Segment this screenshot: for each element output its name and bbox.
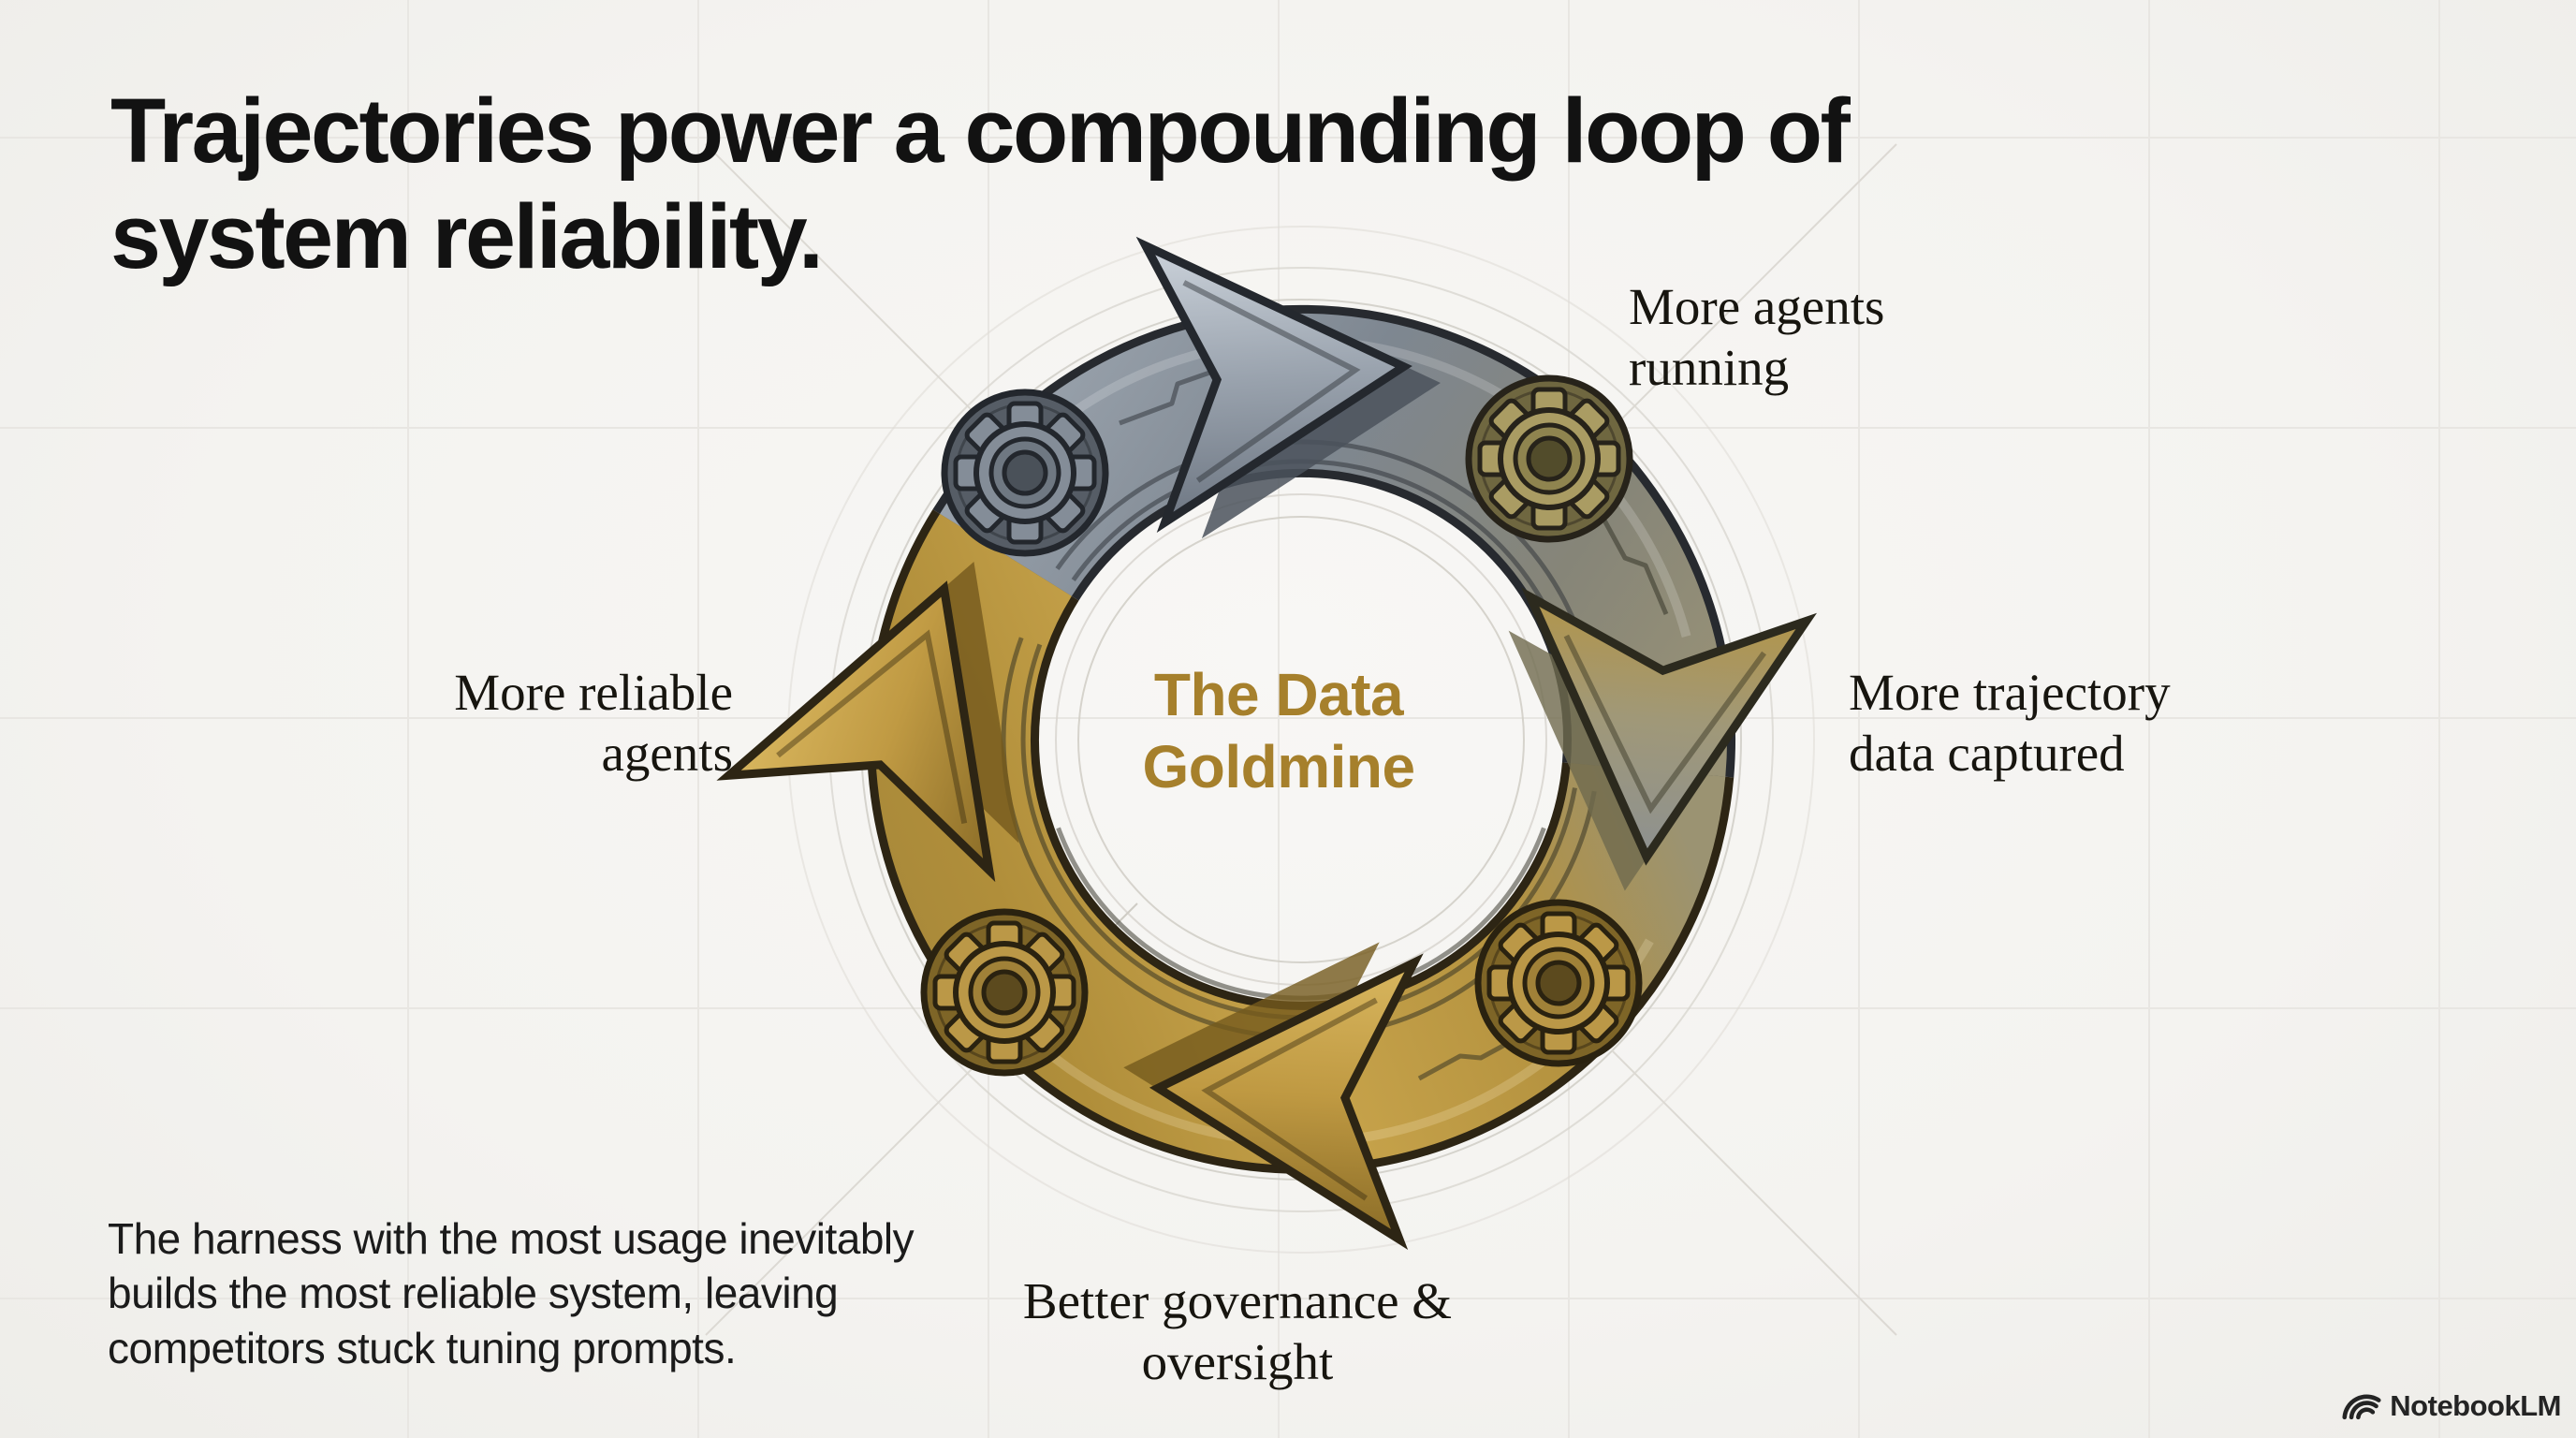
blueprint-guides (705, 143, 1897, 1336)
gear-top-right-icon (1469, 378, 1630, 539)
center-label: The Data Goldmine (1142, 659, 1415, 803)
page-title-line2: system reliability. (110, 184, 824, 287)
loop-arrow-right-icon (1486, 595, 1806, 903)
step-label-line: More reliable (454, 664, 733, 721)
step-label-line: agents (601, 724, 733, 782)
page-title-line1: Trajectories power a compounding loop of (110, 80, 1851, 182)
footnote: The harness with the most usage inevitab… (108, 1211, 915, 1375)
step-label-more-agents-running: More agents running (1629, 277, 1884, 399)
step-label-more-reliable-agents: More reliable agents (454, 663, 733, 785)
center-label-line2: Goldmine (1142, 732, 1415, 800)
footnote-line: competitors stuck tuning prompts. (108, 1323, 737, 1372)
watermark: NotebookLM (2342, 1389, 2561, 1423)
step-label-line: oversight (1141, 1332, 1334, 1390)
step-label-line: More agents (1629, 278, 1885, 335)
footnote-line: The harness with the most usage inevitab… (108, 1214, 915, 1263)
footnote-line: builds the most reliable system, leaving (108, 1269, 839, 1318)
center-label-line1: The Data (1153, 661, 1404, 728)
loop-arrow-bottom-icon (1116, 929, 1415, 1239)
loop-arrow-top-icon (1146, 226, 1451, 539)
step-label-line: running (1629, 338, 1790, 396)
gear-top-left-icon (944, 392, 1105, 553)
page-title: Trajectories power a compounding loop of… (110, 79, 1851, 289)
loop-arrow-left-icon (729, 514, 1105, 877)
ring-steel-segment (940, 313, 1728, 777)
notebooklm-logo-icon (2342, 1394, 2381, 1420)
watermark-brand: NotebookLM (2390, 1389, 2561, 1422)
step-label-more-trajectory-data: More trajectory data captured (1849, 663, 2171, 785)
gear-bottom-right-icon (1478, 902, 1639, 1064)
step-label-line: More trajectory (1849, 664, 2171, 721)
gear-bottom-left-icon (924, 912, 1085, 1073)
step-label-better-governance: Better governance & oversight (1023, 1271, 1452, 1393)
step-label-line: Better governance & (1022, 1272, 1453, 1329)
step-label-line: data captured (1849, 724, 2125, 782)
